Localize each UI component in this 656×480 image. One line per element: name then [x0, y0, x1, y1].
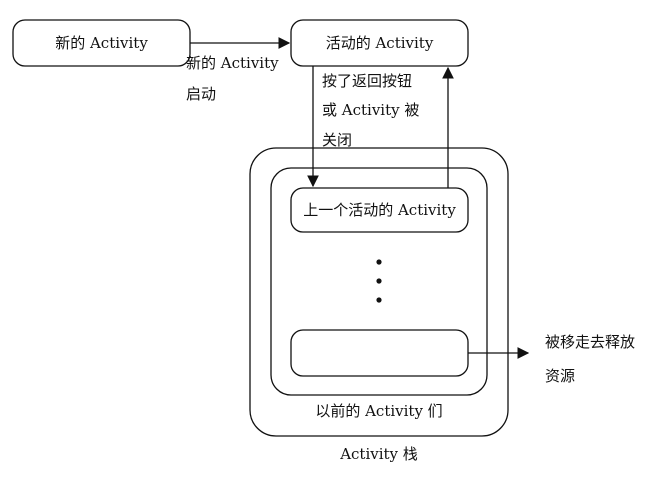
edge-active-to-previous-label-line3: 关闭: [322, 131, 352, 149]
previous-activities-label: 以前的 Activity 们: [315, 402, 442, 420]
node-new-activity-label: 新的 Activity: [55, 34, 148, 52]
node-new-activity: 新的 Activity: [12, 19, 191, 67]
node-active-activity-label: 活动的 Activity: [326, 34, 434, 52]
stack-ellipsis: [376, 259, 382, 303]
edge-new-to-active-label-line2: 启动: [186, 85, 216, 103]
ellipsis-dot: [376, 278, 382, 284]
activity-stack-label: Activity 栈: [339, 445, 418, 463]
node-removed-slot: [290, 329, 469, 377]
ellipsis-dot: [376, 297, 382, 303]
node-previous-activity-label: 上一个活动的 Activity: [303, 201, 456, 219]
edge-active-to-previous-label-line1: 按了返回按钮: [322, 72, 412, 90]
ellipsis-dot: [376, 259, 382, 265]
node-active-activity: 活动的 Activity: [290, 19, 469, 67]
edge-removed-out-label-line1: 被移走去释放: [545, 333, 635, 351]
node-previous-activity: 上一个活动的 Activity: [290, 187, 469, 233]
edge-new-to-active-label-line1: 新的 Activity: [186, 54, 279, 72]
edge-removed-out-label-line2: 资源: [545, 367, 575, 385]
edge-active-to-previous-label-line2: 或 Activity 被: [322, 101, 419, 119]
